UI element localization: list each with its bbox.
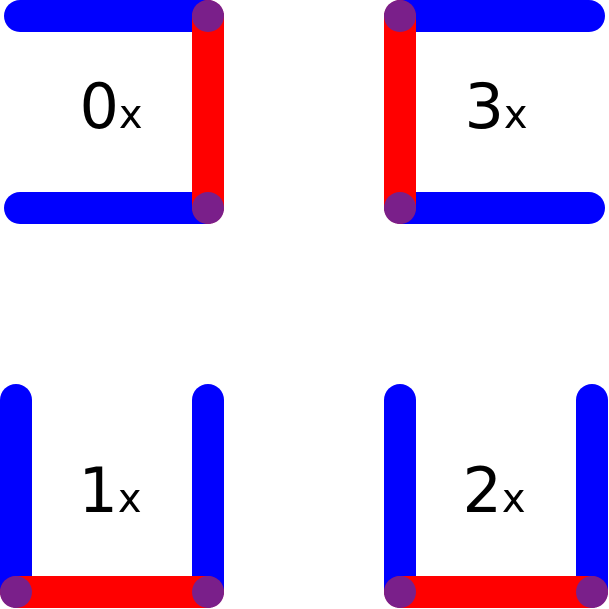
joint-right: [576, 576, 608, 608]
joint-left: [0, 576, 32, 608]
rotation-label: 0x: [79, 70, 142, 143]
joint-left: [384, 576, 416, 608]
rotation-label: 2x: [462, 454, 525, 527]
joint-top: [192, 0, 224, 32]
joint-bottom: [384, 192, 416, 224]
panel-rotation-0: 0x: [4, 0, 224, 224]
rotation-label: 1x: [78, 454, 141, 527]
joint-right: [192, 576, 224, 608]
rotation-label: 3x: [464, 70, 527, 143]
panel-rotation-1: 1x: [0, 384, 224, 608]
joint-bottom: [192, 192, 224, 224]
panel-rotation-3: 3x: [384, 0, 605, 224]
joint-top: [384, 0, 416, 32]
panel-rotation-2: 2x: [384, 384, 608, 608]
